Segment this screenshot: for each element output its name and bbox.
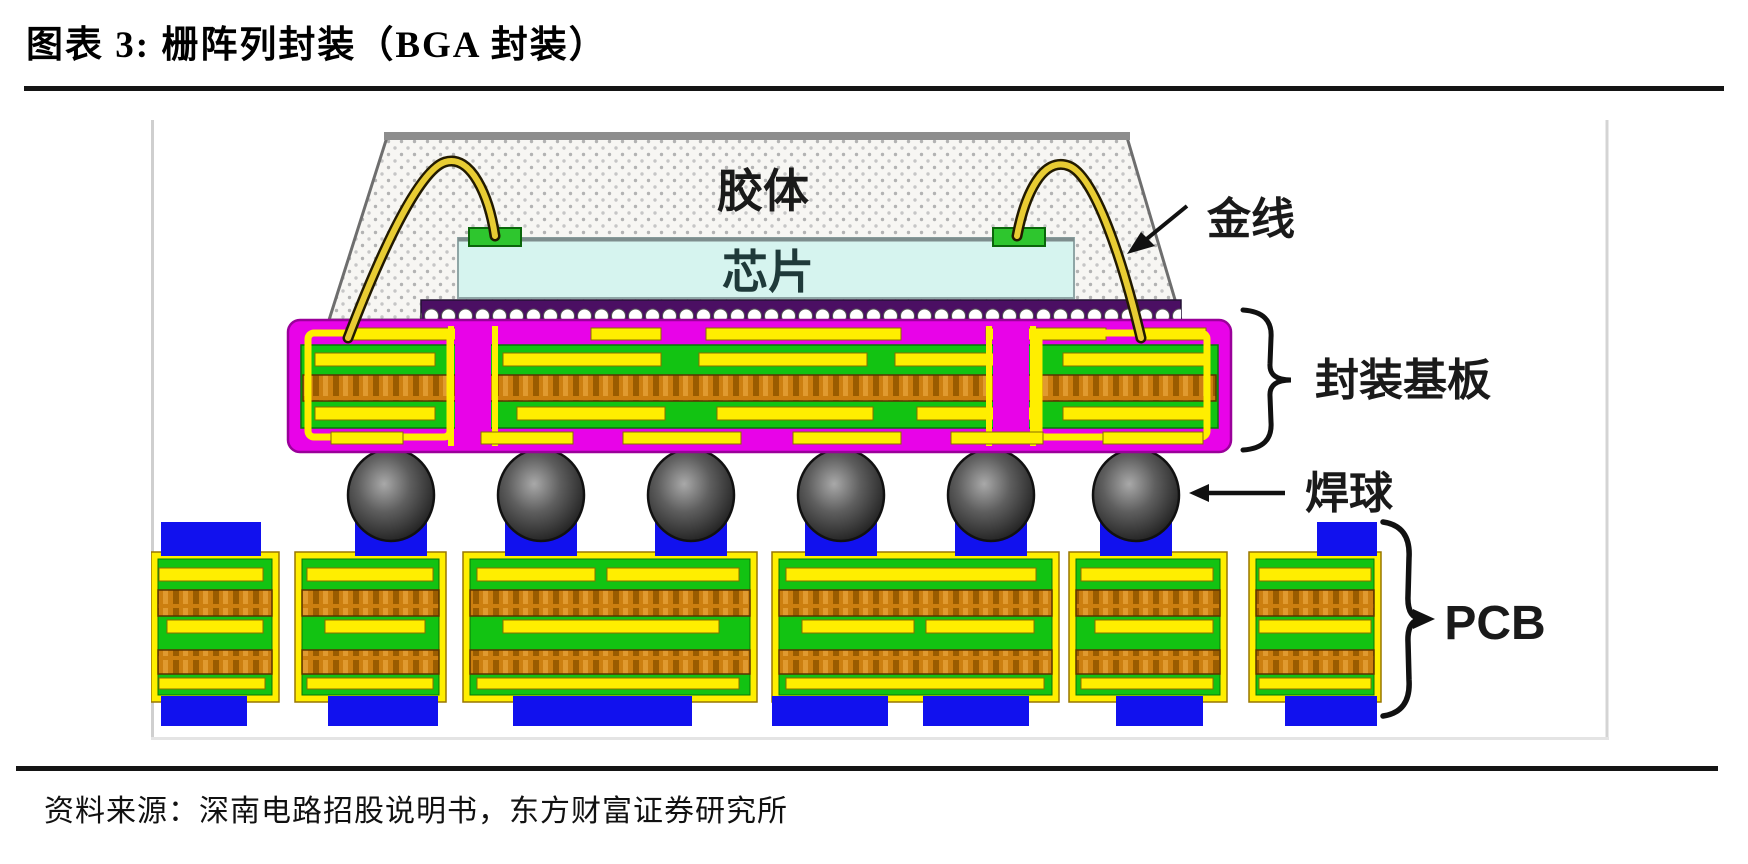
pcb-annotation: PCB — [1380, 519, 1546, 719]
mold-label: 胶体 — [717, 166, 809, 217]
pcb-section — [462, 551, 758, 703]
chip-label: 芯片 — [722, 247, 814, 298]
pcb-label: PCB — [1444, 597, 1545, 650]
chip — [457, 227, 1075, 299]
die-attach-layer — [420, 299, 1182, 323]
solder-ball — [946, 447, 1036, 543]
figure-title: 图表 3: 栅阵列封装（BGA 封装） — [26, 25, 608, 66]
package-substrate — [286, 318, 1233, 454]
pcb-section — [150, 551, 280, 703]
pcb-section — [771, 551, 1060, 703]
gold-wire-annotation: 金线 — [1127, 195, 1295, 254]
solder-balls — [346, 447, 1181, 543]
arrowhead — [1189, 484, 1209, 502]
solder-ball — [1091, 447, 1181, 543]
solder-ball — [346, 447, 436, 543]
bga-diagram-svg: 胶体 芯片 金线 封装基板 焊球 PCB — [150, 120, 1609, 740]
pcb-top-pads — [161, 522, 1377, 556]
pcb — [150, 522, 1382, 726]
pcb-section — [1248, 551, 1382, 703]
pcb-section — [294, 551, 447, 703]
gold-wire-right — [1011, 158, 1147, 344]
title-divider-line — [24, 86, 1724, 91]
solder-ball — [496, 447, 586, 543]
gold-wire-label: 金线 — [1206, 195, 1295, 244]
pcb-bottom-pads — [161, 696, 1377, 726]
pcb-brace-point — [1413, 609, 1435, 629]
substrate-annotation: 封装基板 — [1240, 307, 1491, 453]
arrowhead — [1127, 232, 1155, 254]
source-divider-line — [16, 766, 1718, 771]
bga-package-diagram: 胶体 芯片 金线 封装基板 焊球 PCB — [150, 112, 1609, 740]
solder-ball — [646, 447, 736, 543]
gold-wire-left — [342, 155, 501, 344]
pcb-section — [1068, 551, 1228, 703]
solder-ball-label: 焊球 — [1305, 469, 1394, 518]
solder-ball-annotation: 焊球 — [1189, 469, 1394, 518]
substrate-label: 封装基板 — [1315, 356, 1491, 405]
source-text: 资料来源：深南电路招股说明书，东方财富证券研究所 — [44, 795, 788, 828]
solder-ball — [796, 447, 886, 543]
substrate-vias — [448, 324, 1036, 448]
substrate-brace — [1240, 307, 1292, 453]
